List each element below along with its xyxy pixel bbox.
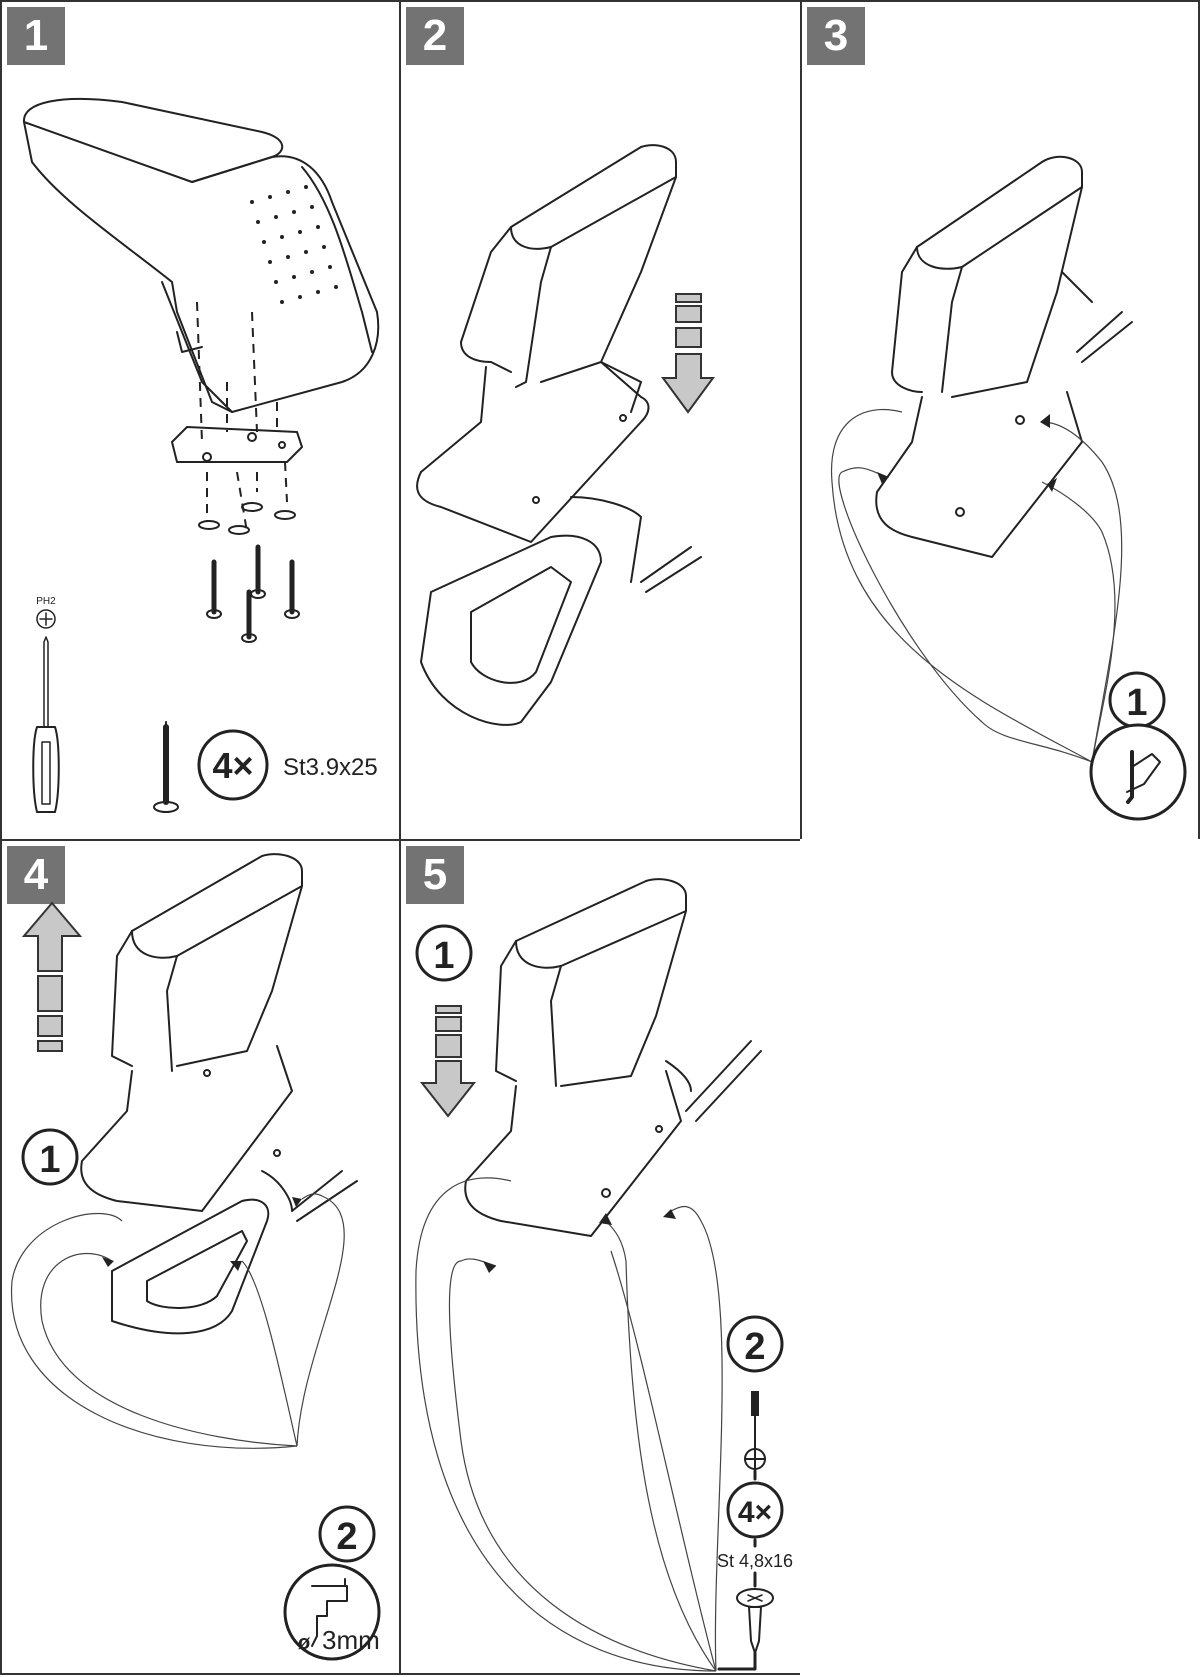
step-5-panel: 5 1 2 xyxy=(399,839,802,1675)
quantity-circle xyxy=(726,1481,784,1539)
down-arrow-icon xyxy=(419,1005,477,1118)
pointer-lines xyxy=(830,408,1123,763)
substep-1-marker: 1 xyxy=(1126,682,1147,724)
armrest-illustration xyxy=(22,97,380,413)
step-3-panel: 3 1 xyxy=(800,0,1200,841)
phillips-head-icon xyxy=(744,1448,766,1470)
screw-install-illustration: 1 2 xyxy=(415,878,793,1672)
armrest-illustration xyxy=(416,144,677,543)
up-arrow-icon xyxy=(21,901,83,1052)
step-number-badge: 4 xyxy=(7,846,65,904)
screw-icon xyxy=(153,721,179,813)
phillips-head-icon xyxy=(36,609,56,629)
substep-2-marker: 2 xyxy=(744,1326,765,1368)
substep-1-marker: 1 xyxy=(433,935,454,977)
screw-spec-label: St 4,8x16 xyxy=(717,1551,793,1571)
step-number-badge: 2 xyxy=(406,7,464,65)
mounting-bracket xyxy=(171,301,303,463)
quantity-circle xyxy=(197,729,269,801)
step-1-panel: 1 xyxy=(0,0,401,841)
base-plate-illustration xyxy=(111,1170,358,1335)
substep-1-circle xyxy=(415,924,473,982)
base-plate-illustration xyxy=(420,496,702,726)
step-number-badge: 1 xyxy=(7,7,65,65)
step-number-badge: 5 xyxy=(406,846,464,904)
drill-holes-illustration: 1 2 ø 3mm xyxy=(11,853,381,1661)
armrest-illustration xyxy=(80,853,303,1212)
screw-icon xyxy=(717,1588,774,1671)
armrest-illustration xyxy=(875,155,1133,558)
screw-count-label: 4× xyxy=(212,745,253,786)
armrest-exploded-illustration: PH2 4× St3.9x25 xyxy=(22,97,380,813)
pointer-lines xyxy=(11,1193,345,1449)
armrest-illustration xyxy=(464,878,762,1237)
step-number-badge: 3 xyxy=(807,7,865,65)
drill-icon xyxy=(311,1578,348,1647)
substep-2-marker: 2 xyxy=(336,1516,357,1558)
mark-action-circle xyxy=(1089,723,1187,821)
armrest-install-illustration xyxy=(416,144,715,726)
substep-1-circle xyxy=(21,1128,79,1186)
washers-and-screws xyxy=(198,461,300,643)
screwdriver-icon xyxy=(32,636,60,813)
screwdriver-icon xyxy=(751,1391,759,1450)
substep-1-marker: 1 xyxy=(39,1139,60,1181)
screw-count-label: 4× xyxy=(738,1496,772,1529)
screw-spec-label: St3.9x25 xyxy=(283,754,378,781)
tool-size-label: PH2 xyxy=(36,596,56,607)
substep-2-circle xyxy=(318,1505,376,1563)
step-4-panel: 4 1 xyxy=(0,839,401,1675)
drill-action-circle xyxy=(283,1563,381,1661)
pointer-lines xyxy=(415,1177,723,1672)
mark-holes-illustration: 1 xyxy=(830,155,1187,821)
drill-size-label: 3mm xyxy=(322,1625,380,1655)
hand-with-pen-icon xyxy=(1126,750,1161,804)
down-arrow-icon xyxy=(661,293,715,414)
empty-cell xyxy=(800,839,1200,1675)
diameter-symbol: ø xyxy=(298,1632,311,1654)
step-2-panel: 2 xyxy=(399,0,802,841)
substep-2-circle xyxy=(726,1315,784,1373)
